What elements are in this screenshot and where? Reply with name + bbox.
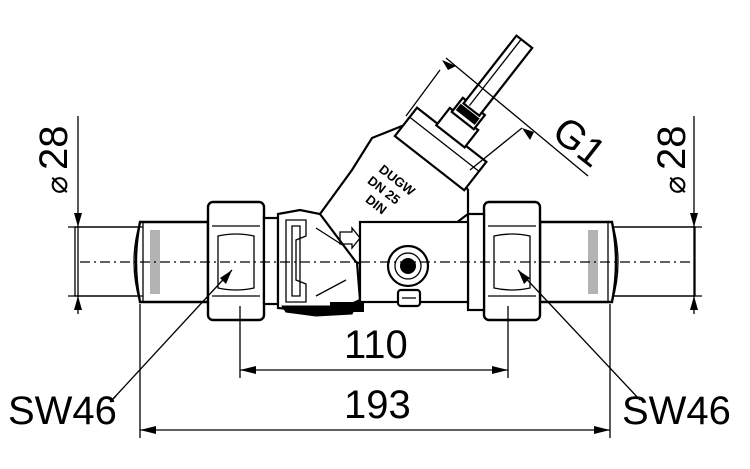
left-wrench-leader — [109, 269, 233, 403]
right-wrench-label: SW46 — [622, 389, 731, 433]
overall-length-dimension — [139, 304, 611, 438]
left-union-nut — [206, 200, 280, 322]
flow-arrow-icon — [339, 226, 361, 250]
left-diameter-symbol: ⌀ — [41, 176, 74, 194]
valve-bonnet — [393, 34, 534, 192]
thread-dimension — [405, 57, 589, 177]
right-wrench-leader — [517, 269, 641, 401]
inner-length-dimension — [239, 306, 509, 378]
overall-length-label: 193 — [344, 383, 411, 427]
right-diameter-value: 28 — [650, 126, 694, 171]
left-diameter-dimension — [68, 116, 143, 314]
left-diameter-label: ⌀ 28 — [32, 126, 76, 195]
right-union-nut — [466, 200, 542, 322]
right-press-end — [538, 220, 696, 304]
thread-label: G1 — [544, 108, 613, 176]
right-diameter-label: ⌀ 28 — [650, 126, 694, 195]
left-diameter-value: 28 — [32, 126, 76, 171]
left-wrench-label: SW46 — [8, 389, 117, 433]
inner-length-label: 110 — [344, 323, 408, 367]
right-diameter-symbol: ⌀ — [659, 176, 692, 194]
right-diameter-dimension — [612, 116, 702, 314]
